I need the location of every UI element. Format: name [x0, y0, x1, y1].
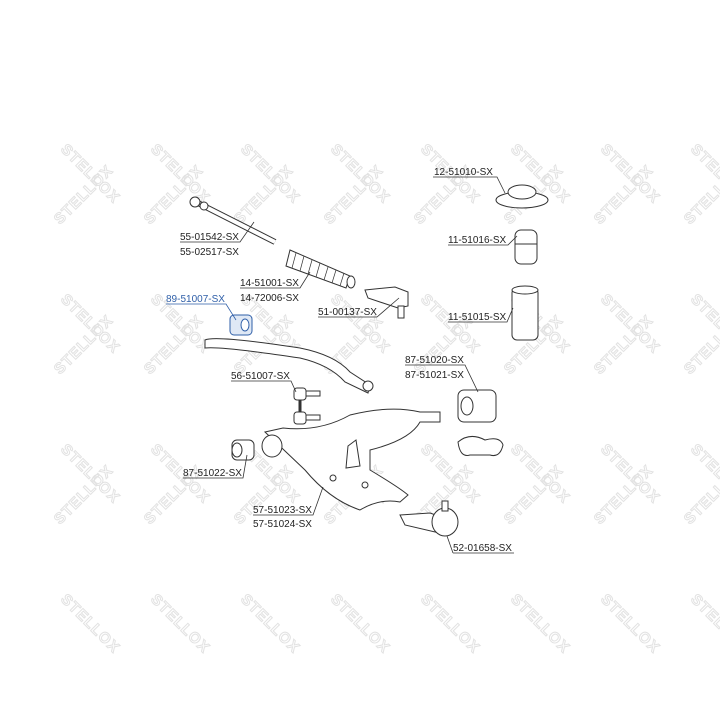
watermark-text: STELLOX: [597, 591, 663, 657]
label-56-51007[interactable]: 56-51007-SX: [231, 371, 290, 382]
label-57-51023[interactable]: 57-51023-SX: [253, 505, 312, 516]
bump-stop-drawing: [514, 229, 538, 265]
label-12-51010[interactable]: 12-51010-SX: [434, 167, 493, 178]
label-51-00137[interactable]: 51-00137-SX: [318, 307, 377, 318]
strut-mount-drawing: [495, 184, 549, 209]
ball-joint-drawing: [399, 500, 459, 537]
arm-bushing-drawing: [457, 389, 504, 456]
watermark-layer: STELLOX STELLOX STELLOX STELLOX STELLOX STELL…: [50, 140, 720, 657]
tie-rod-drawing: [189, 196, 277, 245]
label-57-51024[interactable]: 57-51024-SX: [253, 519, 312, 530]
steering-boot-drawing: [285, 249, 356, 289]
label-89-51007-highlighted[interactable]: 89-51007-SX: [166, 294, 225, 305]
label-14-72006[interactable]: 14-72006-SX: [240, 293, 299, 304]
dust-cover-drawing: [511, 285, 539, 341]
label-87-51020[interactable]: 87-51020-SX: [405, 355, 464, 366]
watermark-text: STELLOX: [507, 591, 573, 657]
stabilizer-link-drawing: [293, 387, 321, 425]
stabilizer-bar-drawing: [204, 338, 374, 394]
label-52-01658[interactable]: 52-01658-SX: [453, 543, 512, 554]
watermark-text: STELLOX: [327, 591, 393, 657]
watermark-text: STELLOX: [237, 591, 303, 657]
label-55-02517[interactable]: 55-02517-SX: [180, 247, 239, 258]
label-11-51015[interactable]: 11-51015-SX: [448, 312, 507, 323]
label-87-51022[interactable]: 87-51022-SX: [183, 468, 242, 479]
watermark-text: STELLOX: [147, 591, 213, 657]
leader-lines: [166, 176, 518, 554]
tie-rod-end-drawing: [364, 286, 409, 319]
control-arm-drawing: [261, 408, 441, 511]
front-bushing-drawing: [231, 439, 255, 461]
watermark-text: STELLOX: [57, 591, 123, 657]
label-55-01542[interactable]: 55-01542-SX: [180, 232, 239, 243]
label-11-51016[interactable]: 11-51016-SX: [448, 235, 507, 246]
stabilizer-bushing-drawing: [229, 314, 253, 336]
label-87-51021[interactable]: 87-51021-SX: [405, 370, 464, 381]
label-14-51001[interactable]: 14-51001-SX: [240, 278, 299, 289]
watermark-text: STELLOX: [417, 591, 483, 657]
watermark-text: STELLOX: [687, 591, 720, 657]
